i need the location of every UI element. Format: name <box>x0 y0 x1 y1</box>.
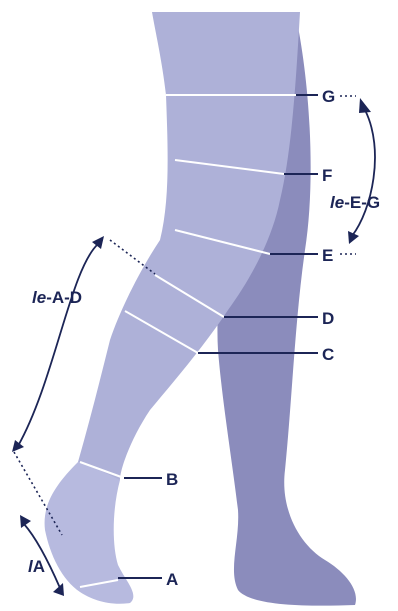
label-B: B <box>166 470 178 489</box>
measure-le-A-D: le-A-D <box>32 288 82 307</box>
label-G: G <box>322 87 335 106</box>
label-E: E <box>322 246 333 265</box>
label-F: F <box>322 166 332 185</box>
arrow-le-A-D <box>18 244 98 446</box>
label-A: A <box>166 570 178 589</box>
arrow-le-E-G <box>352 110 375 236</box>
label-D: D <box>322 309 334 328</box>
label-C: C <box>322 345 334 364</box>
measure-lA: lA <box>28 557 45 576</box>
measure-le-E-G: le-E-G <box>330 193 380 212</box>
